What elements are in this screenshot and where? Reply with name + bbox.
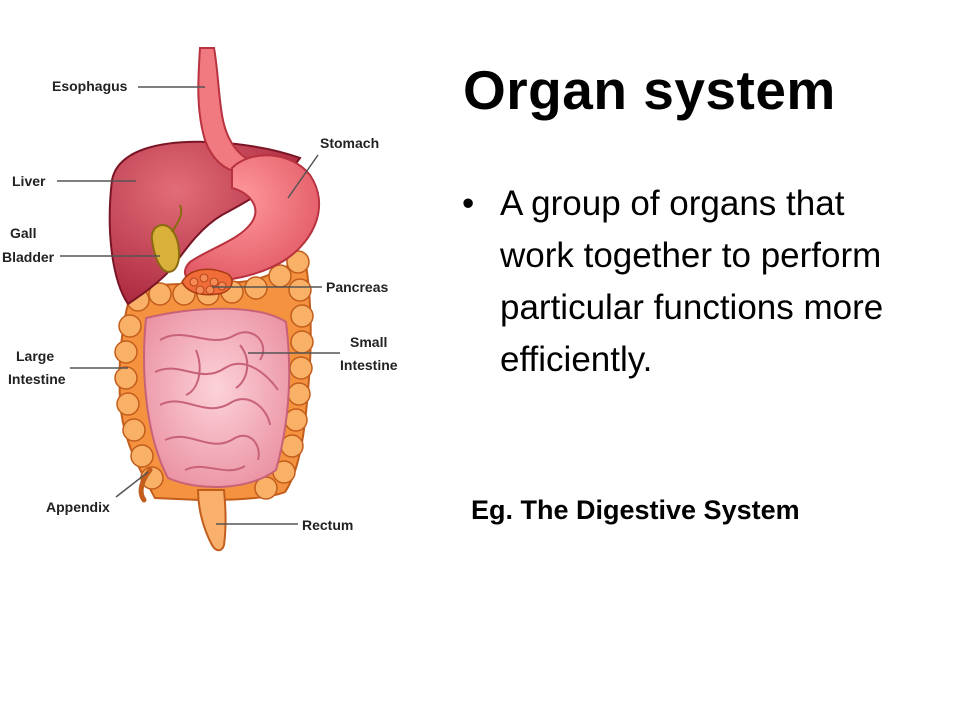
label-stomach: Stomach [320,135,379,151]
label-large-intestine-line1: Large [16,348,54,364]
label-gall-bladder-line1: Gall [10,225,36,241]
bullet-dot: • [462,184,475,223]
gall-bladder [150,224,180,273]
small-intestine [143,307,291,488]
label-small-intestine-line2: Intestine [340,357,398,373]
slide-title: Organ system [463,59,836,121]
leader-lines [57,86,340,525]
digestive-system-diagram: Esophagus Stomach Liver Gall Bladder Pan… [0,0,420,560]
rectum [196,489,227,552]
bullet-text: A group of organs that work together to … [500,184,884,379]
label-gall-bladder-line2: Bladder [2,249,55,265]
pancreas [181,268,233,296]
example-caption: Eg. The Digestive System [471,495,800,525]
label-small-intestine-line1: Small [350,334,387,350]
label-rectum: Rectum [302,517,353,533]
label-large-intestine-line2: Intestine [8,371,66,387]
label-pancreas: Pancreas [326,279,388,295]
label-esophagus: Esophagus [52,78,128,94]
label-liver: Liver [12,173,46,189]
bullet-list: • A group of organs that work together t… [462,178,922,386]
label-appendix: Appendix [46,499,110,515]
bullet-item: • A group of organs that work together t… [462,178,922,386]
